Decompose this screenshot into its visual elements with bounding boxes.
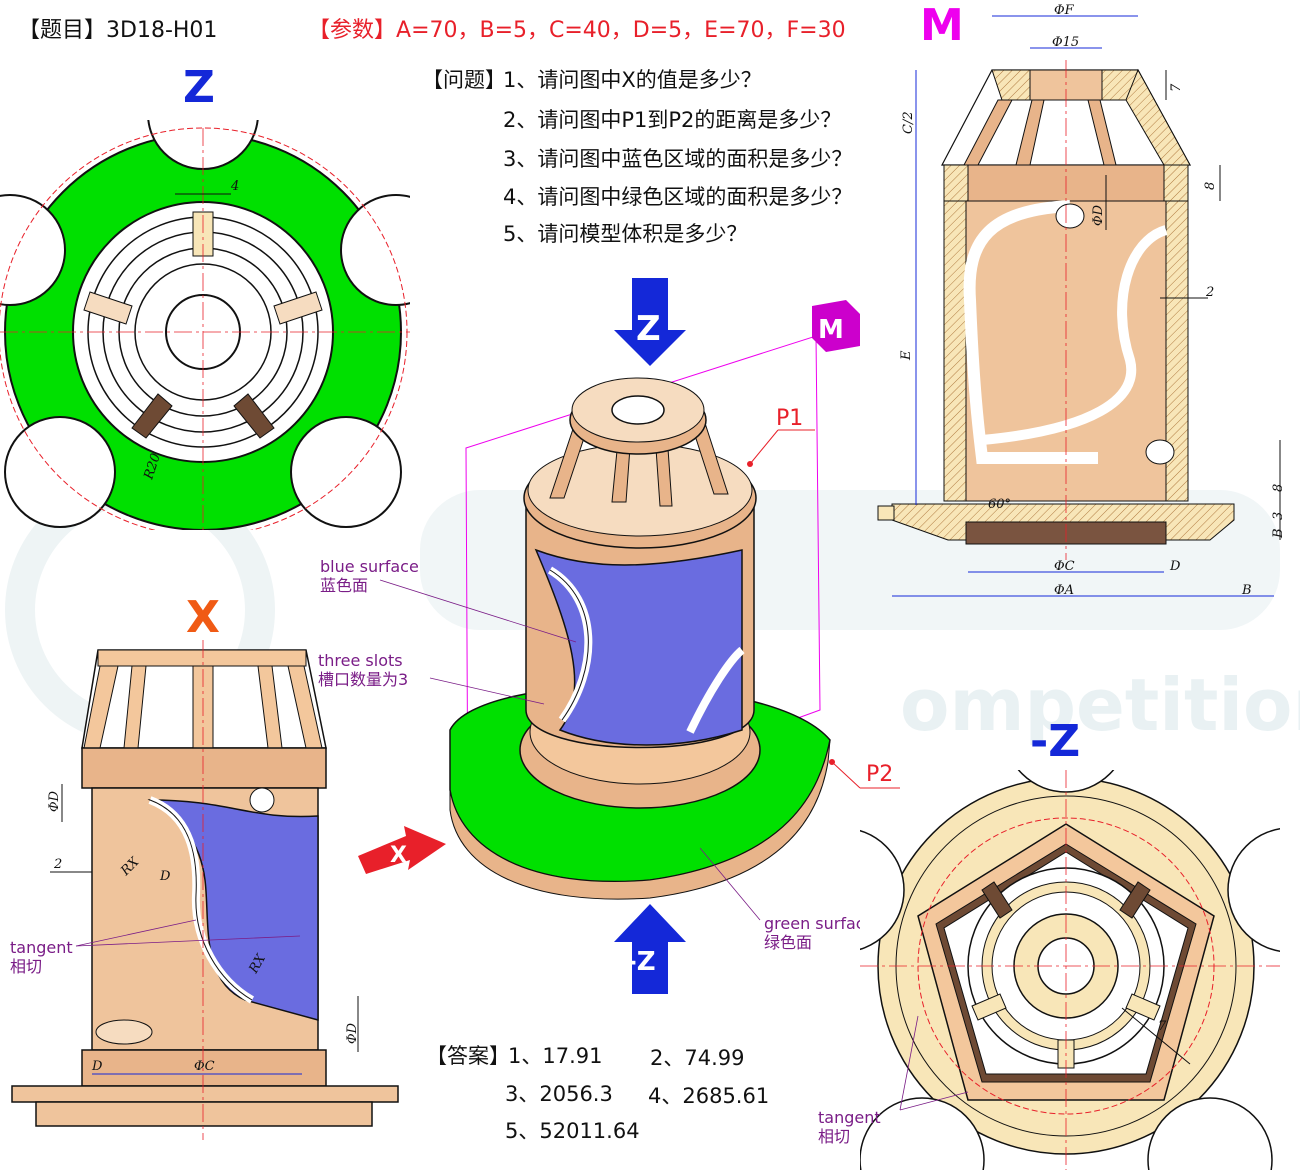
m-dim-7: 7 — [1169, 83, 1184, 92]
z-view-label: Z — [183, 62, 215, 113]
blue-note-cn: 蓝色面 — [320, 576, 369, 595]
slots-note-cn: 槽口数量为3 — [318, 670, 409, 689]
answer-3: 3、2056.3 — [505, 1082, 613, 1106]
x-tangent-note: tangent 相切 — [10, 938, 73, 976]
x-dim-d-bottom: D — [91, 1059, 103, 1074]
params-values: A=70，B=5，C=40，D=5，E=70，F=30 — [396, 18, 846, 43]
m-dim-d: D — [1169, 559, 1181, 574]
m-dim-dia-f: ΦF — [1054, 3, 1075, 18]
title: 【题目】3D18-H01 — [18, 12, 217, 44]
neg-z-view-label: -Z — [1030, 716, 1081, 767]
question-4: 4、请问图中绿色区域的面积是多少？ — [503, 185, 853, 209]
question-5: 5、请问模型体积是多少？ — [503, 222, 748, 246]
question-2: 2、请问图中P1到P2的距离是多少？ — [503, 108, 842, 132]
iso-view: Z -Z X M — [358, 278, 900, 994]
m-view-label: M — [920, 0, 964, 51]
neg-z-tangent-cn: 相切 — [818, 1127, 851, 1146]
title-prefix: 【题目】 — [18, 18, 107, 43]
m-dim-b2: B — [1241, 583, 1252, 598]
green-note-en: green surface — [764, 914, 875, 933]
question-3: 3、请问图中蓝色区域的面积是多少？ — [503, 147, 853, 171]
x-dim-dia-c: ΦC — [194, 1059, 215, 1074]
blue-note: blue surface 蓝色面 — [320, 557, 419, 595]
x-dim-dia-d-2: ΦD — [345, 1022, 360, 1044]
watermark-text: ompetition — [900, 663, 1300, 747]
parameters: 【参数】A=70，B=5，C=40，D=5，E=70，F=30 — [308, 12, 846, 44]
neg-z-dim-7: 7 — [1158, 1019, 1167, 1034]
neg-z-tangent-note: tangent 相切 — [818, 1108, 881, 1146]
x-tangent-en: tangent — [10, 938, 73, 957]
blue-note-en: blue surface — [320, 557, 419, 576]
m-dim-c-half: C/2 — [901, 111, 916, 134]
answer-1: 1、17.91 — [508, 1044, 603, 1068]
neg-z-tangent-en: tangent — [818, 1108, 881, 1127]
answer-4: 4、2685.61 — [648, 1084, 770, 1108]
green-note: green surface 绿色面 — [764, 914, 874, 952]
p2-label: P2 — [866, 762, 894, 787]
x-top-ring — [81, 747, 327, 789]
answer-2: 2、74.99 — [650, 1046, 745, 1070]
iso-neg-z-arrow — [614, 904, 686, 994]
m-dim-wall-2: 2 — [1205, 285, 1214, 300]
x-tangent-cn: 相切 — [10, 957, 43, 976]
m-dim-b: B — [1271, 528, 1286, 539]
question-1: 1、请问图中X的值是多少？ — [503, 68, 762, 92]
iso-blue-surface — [534, 548, 743, 746]
iso-neg-z-label: -Z — [626, 947, 656, 977]
iso-z-label: Z — [636, 309, 661, 349]
params-prefix: 【参数】 — [308, 18, 397, 43]
answers-prefix: 【答案】 — [426, 1044, 510, 1068]
title-code: 3D18-H01 — [106, 18, 218, 43]
m-dim-8b: 8 — [1271, 484, 1286, 492]
m-dim-dia-15: Φ15 — [1052, 35, 1079, 50]
iso-x-arrow — [358, 826, 446, 874]
m-dim-8: 8 — [1203, 182, 1218, 190]
m-dim-angle: 60° — [988, 497, 1011, 512]
m-view: ΦF Φ15 7 C/2 8 ΦD 2 E 60° 8 3 B 4 ΦC D Φ… — [877, 3, 1286, 598]
questions-prefix: 【问题】 — [422, 68, 506, 92]
iso-z-arrow — [614, 278, 686, 366]
x-view-label: X — [186, 592, 220, 643]
z-dim-4: 4 — [230, 179, 239, 194]
green-note-cn: 绿色面 — [764, 933, 813, 952]
x-dim-d: D — [159, 869, 171, 884]
x-view: ΦD 2 RX D RX ΦD D ΦC — [11, 640, 399, 1140]
slots-note-en: three slots — [318, 651, 403, 670]
m-dim-e: E — [899, 350, 914, 361]
iso-x-label: X — [390, 843, 407, 868]
m-dim-dia-a: ΦA — [1054, 583, 1074, 598]
x-dim-wall: 2 — [53, 857, 62, 872]
z-view-scallops — [0, 120, 410, 528]
m-dim-dia-c: ΦC — [1054, 559, 1075, 574]
z-view: 4 R20 — [0, 120, 410, 530]
neg-z-view: 7 — [860, 770, 1280, 1170]
m-dim-3: 3 — [1271, 512, 1286, 520]
slots-note: three slots 槽口数量为3 — [318, 651, 408, 689]
x-dim-dia-d: ΦD — [47, 790, 62, 812]
m-dim-dia-d: ΦD — [1091, 204, 1106, 226]
answer-5: 5、52011.64 — [505, 1119, 640, 1143]
iso-m-label: M — [818, 315, 844, 345]
p1-label: P1 — [776, 406, 804, 431]
